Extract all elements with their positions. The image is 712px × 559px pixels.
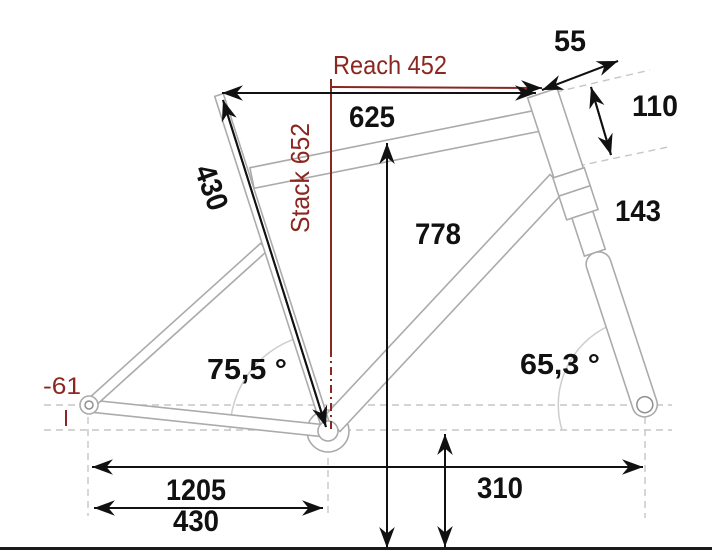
bottom-bracket-axle [317,420,339,442]
reach-stack-lines [65,79,543,431]
seat-tube-angle-label: 75,5 ° [207,354,287,386]
measurement-arrows [92,60,643,548]
bb-height-label: 310 [477,472,523,505]
stack-label: Stack 652 [285,123,315,233]
fork-offset-label: 55 [554,25,586,58]
rear-axle-icon [84,400,94,410]
bike-frame [79,87,659,453]
front-axle-icon [636,395,654,414]
head-tube-and-fork [526,87,659,418]
head-angle-arc [557,321,619,431]
head-tube-bottom-dashed-line [577,146,669,167]
effective-top-tube-label: 625 [349,101,395,134]
fork-lower-leg [585,251,659,418]
wheelbase-label: 1205 [166,474,226,507]
bb-drop-label: -61 [43,373,81,400]
chainstay-label: 430 [173,505,219,538]
fork-travel-label: 143 [615,195,661,228]
reach-arrow [330,80,543,96]
head-tube-top-dashed-line [555,69,651,93]
head-tube-angle-label: 65,3 ° [520,349,600,381]
head-tube-length-label: 110 [632,90,678,123]
standover-label: 778 [415,218,461,251]
reach-label: Reach 452 [333,50,447,80]
labels: Reach 452 Stack 652 -61 55 110 625 778 1… [43,25,678,538]
